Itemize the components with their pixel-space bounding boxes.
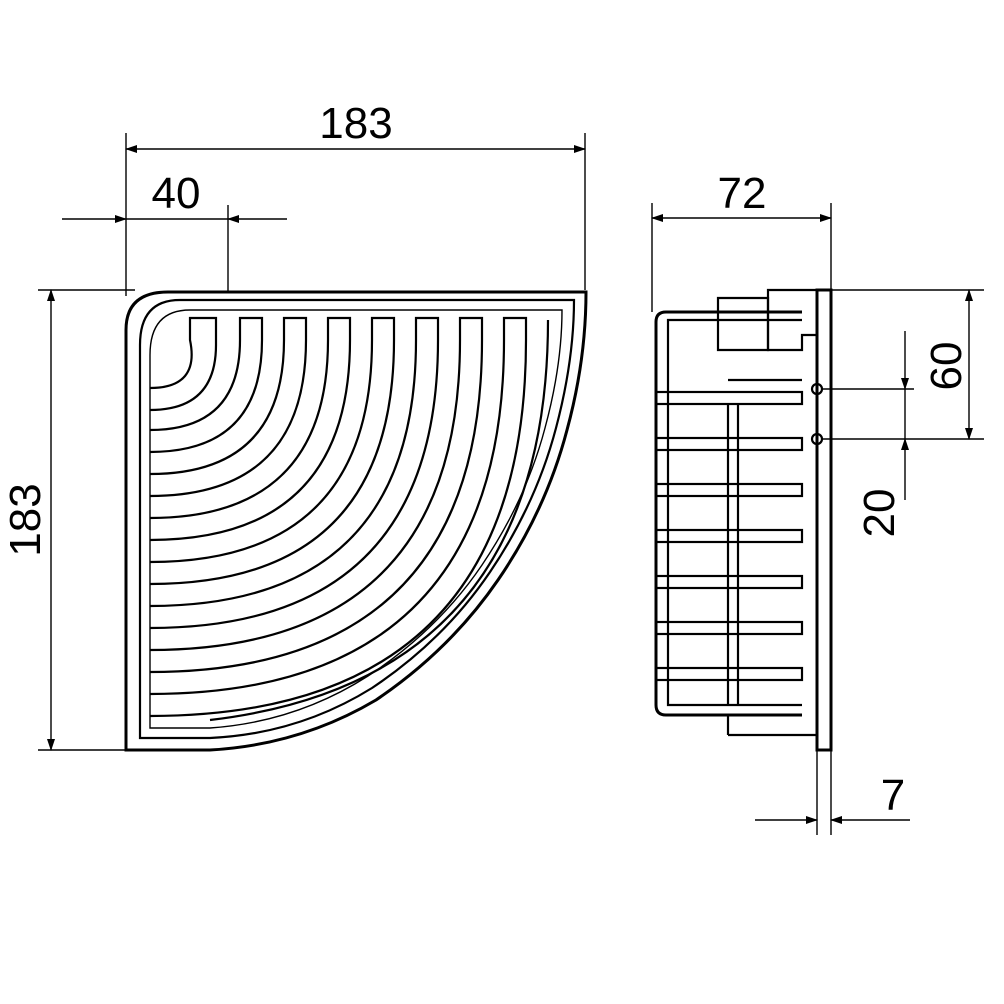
- basket-slats: [654, 390, 804, 705]
- dim-label-back-plate: 7: [881, 771, 905, 820]
- dim-label-height: 183: [1, 483, 50, 556]
- shelf-outline: [124, 290, 588, 752]
- side-view: 72 60 20 7: [651, 169, 984, 835]
- top-view: 183 40 183: [1, 99, 588, 752]
- screw-hole-upper: [810, 382, 824, 396]
- screw-hole-lower: [810, 432, 824, 446]
- dim-label-offset: 40: [152, 169, 201, 218]
- dim-label-width: 183: [319, 99, 392, 148]
- dim-label-hole-spacing: 60: [922, 342, 971, 391]
- back-plate: [815, 288, 833, 752]
- dim-label-depth: 72: [718, 169, 767, 218]
- shelf-slats: [149, 316, 550, 722]
- basket-profile: [654, 310, 802, 717]
- shelf-rim: [138, 298, 576, 740]
- dim-label-hole-offset: 20: [855, 489, 904, 538]
